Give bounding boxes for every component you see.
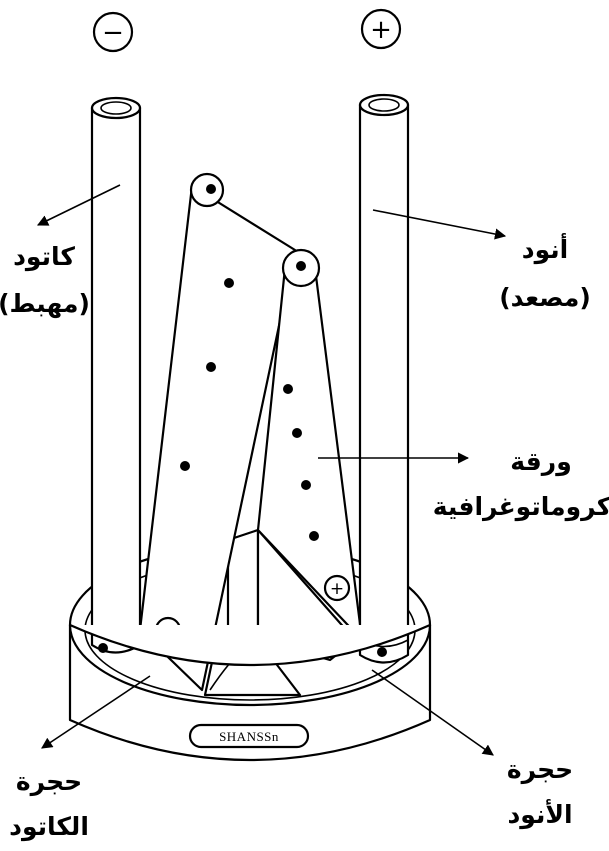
label-cathode-chamber: حجرة الكاتود [9, 767, 89, 842]
paper-hole [296, 261, 306, 271]
sample-spot [206, 362, 216, 372]
tray-front-rim [69, 623, 431, 667]
label-cathode-line1: كاتود [13, 242, 75, 272]
label-anode: أنود (مصعد) [499, 233, 591, 312]
anode-chamber-arrow [371, 669, 494, 756]
positive-terminal: + [360, 8, 402, 50]
negative-terminal-sign: − [102, 18, 124, 48]
brand-label: SHANSSn [219, 729, 279, 744]
label-cathode-chamber-line2: الكاتود [9, 812, 89, 842]
cathode-arrow [36, 184, 121, 226]
paper-positive-marker: + [330, 579, 344, 599]
sample-spot [283, 384, 293, 394]
sample-spot [309, 531, 319, 541]
label-paper-line1: ورقة [510, 447, 571, 477]
anode-contact [377, 647, 387, 657]
leader-arrows [36, 184, 507, 756]
positive-terminal-sign: + [370, 15, 392, 45]
paper-hole [206, 184, 216, 194]
label-cathode-chamber-line1: حجرة [16, 767, 82, 797]
negative-terminal: − [92, 11, 134, 53]
brand-plate: SHANSSn [188, 723, 310, 749]
paper-right-strip: + [256, 248, 364, 642]
label-cathode: كاتود (مهبط) [0, 242, 90, 319]
label-anode-line2: (مصعد) [499, 283, 591, 312]
sample-spot [180, 461, 190, 471]
anode-rod [358, 93, 410, 664]
anode-arrow [372, 209, 507, 240]
cathode-contact [98, 643, 108, 653]
sample-spot [224, 278, 234, 288]
label-paper-line2: كروماتوغرافية [433, 492, 609, 522]
cathode-rod [90, 96, 142, 654]
label-paper: ورقة كروماتوغرافية [433, 447, 609, 522]
label-anode-line1: أنود [522, 233, 568, 265]
label-anode-chamber: حجرة الأنود [507, 755, 573, 830]
paper-positive-marker-circle [323, 574, 351, 602]
sample-spot [301, 480, 311, 490]
sample-spot [292, 428, 302, 438]
label-anode-chamber-line1: حجرة [507, 755, 573, 785]
cathode-chamber-arrow [41, 675, 151, 749]
label-anode-chamber-line2: الأنود [507, 799, 572, 830]
label-cathode-line2: (مهبط) [0, 289, 90, 319]
